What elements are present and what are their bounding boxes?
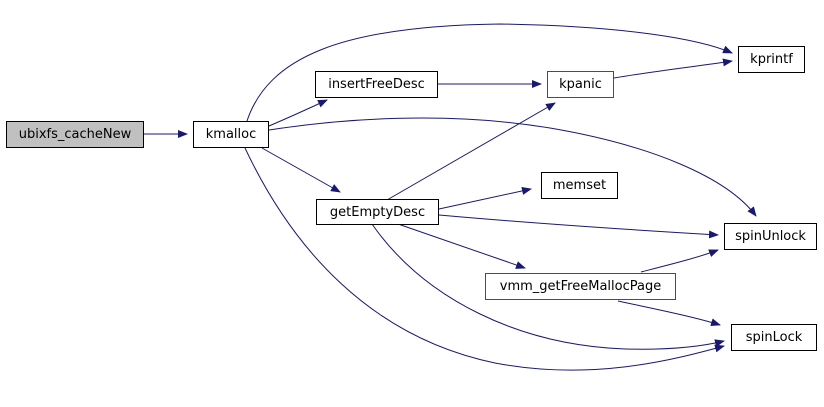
edge-kmalloc-to-spinLock: [244, 147, 725, 371]
edge-kmalloc-to-spinUnlock: [268, 117, 757, 217]
edge-vmm_getFreeMallocPage-to-spinLock: [617, 300, 721, 327]
edge-getEmptyDesc-to-vmm_getFreeMallocPage: [397, 223, 526, 269]
node-ubixfs_cacheNew: ubixfs_cacheNew: [6, 121, 144, 148]
edge-getEmptyDesc-to-spinUnlock: [438, 214, 719, 239]
edge-getEmptyDesc-to-memset: [438, 187, 532, 210]
node-vmm_getFreeMallocPage[interactable]: vmm_getFreeMallocPage: [485, 273, 676, 300]
edge-vmm_getFreeMallocPage-to-spinUnlock: [640, 249, 719, 273]
edge-getEmptyDesc-to-spinLock: [371, 223, 725, 350]
edge-kmalloc-to-getEmptyDesc: [261, 147, 341, 193]
node-insertFreeDesc[interactable]: insertFreeDesc: [315, 71, 438, 98]
node-spinLock[interactable]: spinLock: [731, 324, 817, 351]
edge-kmalloc-to-insertFreeDesc: [268, 99, 328, 127]
node-spinUnlock[interactable]: spinUnlock: [724, 223, 817, 250]
node-getEmptyDesc[interactable]: getEmptyDesc: [316, 199, 439, 225]
node-kmalloc[interactable]: kmalloc: [193, 121, 269, 148]
edge-kmalloc-to-kprintf: [246, 23, 733, 122]
node-kpanic[interactable]: kpanic: [547, 71, 614, 98]
edge-kpanic-to-kprintf: [613, 58, 733, 79]
edge-getEmptyDesc-to-kpanic: [386, 102, 556, 201]
node-kprintf[interactable]: kprintf: [738, 46, 805, 73]
node-memset[interactable]: memset: [541, 172, 618, 199]
